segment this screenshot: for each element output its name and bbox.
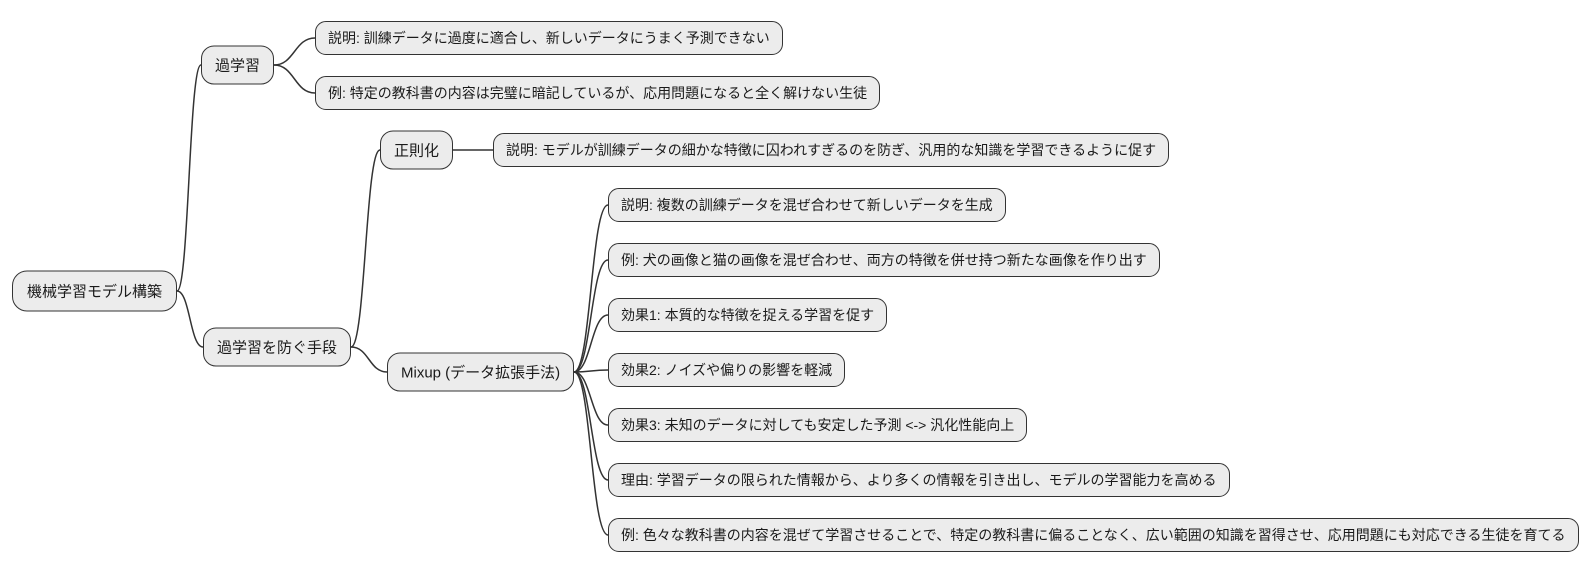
mindmap-node-regularization-desc: 説明: モデルが訓練データの細かな特徴に囚われすぎるのを防ぎ、汎用的な知識を学習… [493, 133, 1170, 167]
mindmap-node-overfit: 過学習 [201, 45, 275, 85]
mindmap-node-mixup-desc: 説明: 複数の訓練データを混ぜ合わせて新しいデータを生成 [608, 188, 1006, 222]
mindmap-node-prevent: 過学習を防ぐ手段 [203, 327, 352, 367]
edge-mixup-to-mixup-effect1 [573, 314, 609, 373]
edge-root-to-prevent [176, 290, 204, 348]
mindmap-node-mixup-example2: 例: 色々な教科書の内容を混ぜて学習させることで、特定の教科書に偏ることなく、広… [608, 518, 1579, 552]
mindmap-node-mixup: Mixup (データ拡張手法) [387, 352, 575, 392]
mindmap-node-root: 機械学習モデル構築 [12, 270, 178, 312]
mindmap-node-overfit-desc: 説明: 訓練データに過度に適合し、新しいデータにうまく予測できない [315, 21, 783, 55]
edge-mixup-to-mixup-effect2 [573, 369, 609, 373]
edge-mixup-to-mixup-reason [573, 371, 609, 481]
edge-mixup-to-mixup-effect3 [573, 371, 609, 426]
mindmap-node-mixup-reason: 理由: 学習データの限られた情報から、より多くの情報を引き出し、モデルの学習能力… [608, 463, 1230, 497]
mindmap-node-mixup-effect3: 効果3: 未知のデータに対しても安定した予測 <-> 汎化性能向上 [608, 408, 1028, 442]
mindmap-node-overfit-example: 例: 特定の教科書の内容は完璧に暗記しているが、応用問題になると全く解けない生徒 [315, 76, 881, 110]
edge-overfit-to-overfit-desc [273, 37, 316, 66]
edge-root-to-overfit [176, 64, 202, 292]
edge-overfit-to-overfit-example [273, 64, 316, 94]
edge-mixup-to-mixup-example2 [573, 371, 609, 536]
edge-prevent-to-regularization [350, 149, 381, 348]
mindmap-node-mixup-effect1: 効果1: 本質的な特徴を捉える学習を促す [608, 298, 888, 332]
edge-mixup-to-mixup-desc [573, 204, 609, 373]
mindmap-node-mixup-effect2: 効果2: ノイズや偏りの影響を軽減 [608, 353, 846, 387]
mindmap-node-regularization: 正則化 [380, 130, 454, 170]
edge-prevent-to-mixup [350, 346, 388, 373]
edge-mixup-to-mixup-example [573, 259, 609, 373]
mindmap-node-mixup-example: 例: 犬の画像と猫の画像を混ぜ合わせ、両方の特徴を併せ持つ新たな画像を作り出す [608, 243, 1160, 277]
